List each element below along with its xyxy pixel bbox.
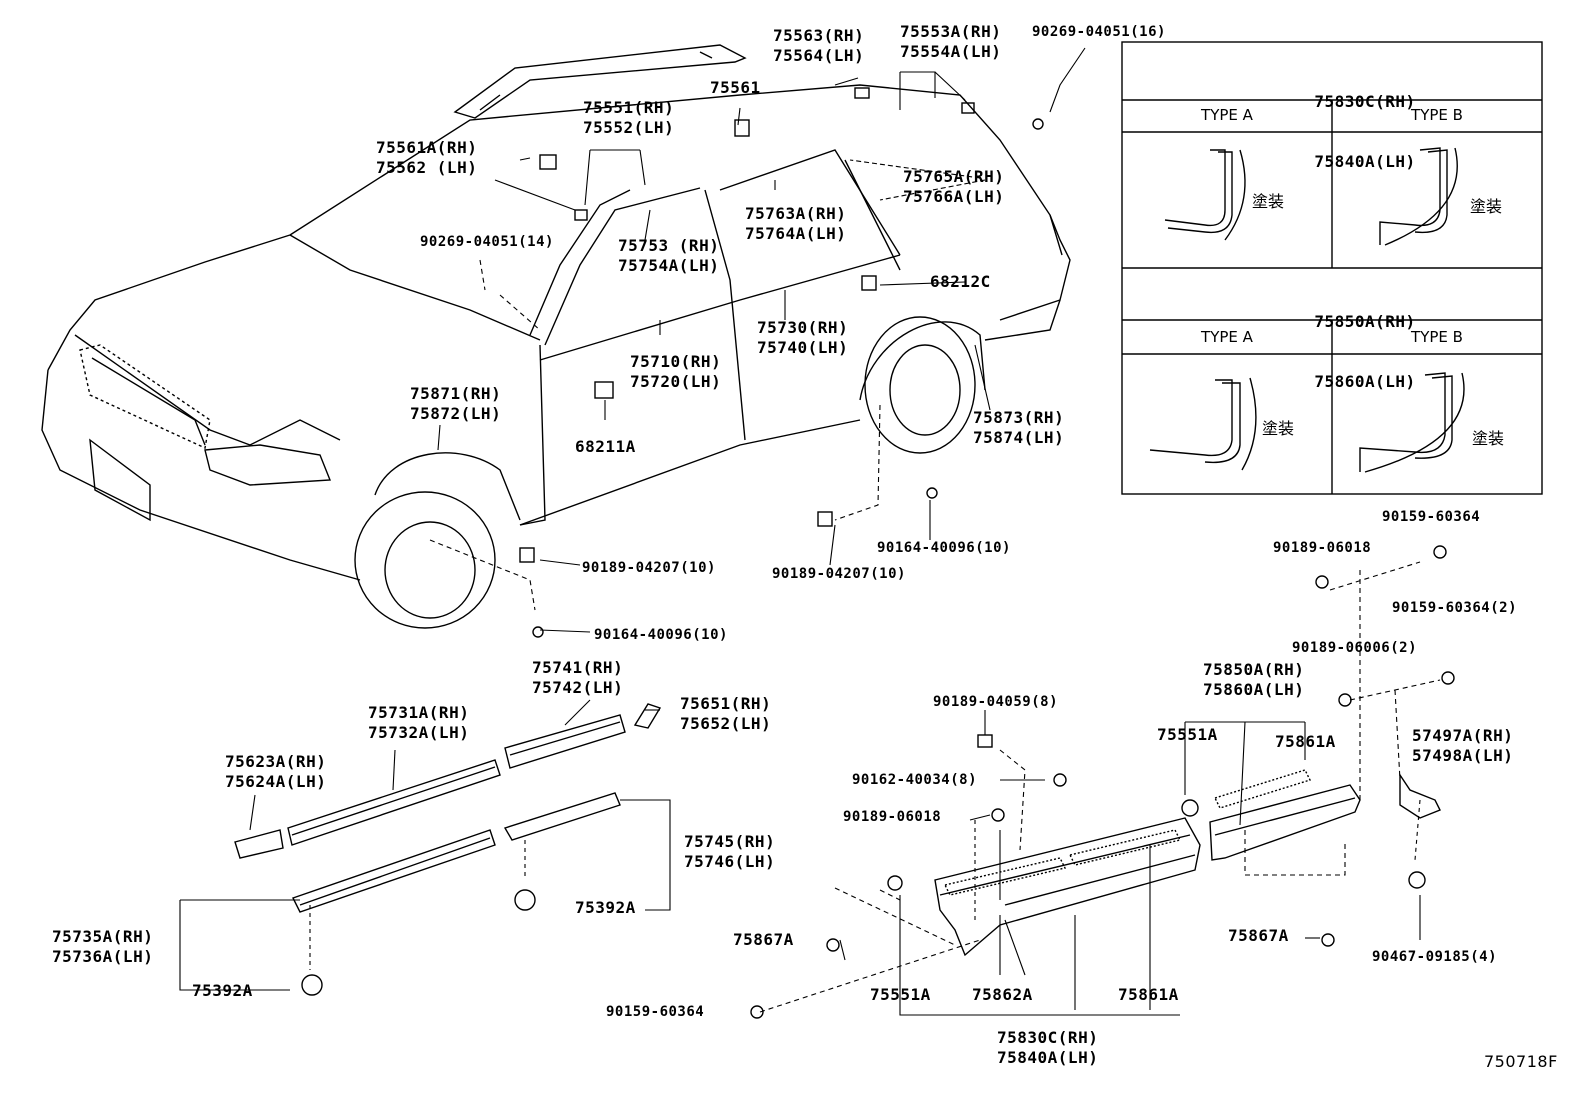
- callout-75850a: 75850A(RH)75860A(LH): [1203, 660, 1305, 699]
- inset-bottom-type-a: TYPE A: [1201, 328, 1253, 346]
- callout-75765a: 75765A(RH)75766A(LH): [903, 167, 1005, 206]
- leader-lines: [179, 47, 1441, 1016]
- callout-90189-06018-a: 90189-06018: [1273, 540, 1372, 556]
- inset-paint-label-4: 塗装: [1472, 429, 1505, 448]
- inset-bottom-title-lh: 75860A(LH): [1314, 372, 1416, 391]
- callout-90162-40034-8: 90162-40034(8): [852, 772, 978, 788]
- callout-75561a: 75561A(RH)75562 (LH): [376, 138, 478, 177]
- callout-90467-09185-4: 90467-09185(4): [1372, 949, 1498, 965]
- callout-90159-60364-a: 90159-60364: [1382, 509, 1481, 525]
- callout-75830c: 75830C(RH)75840A(LH): [997, 1028, 1099, 1067]
- callout-75753: 75753 (RH)75754A(LH): [618, 236, 720, 275]
- callout-90164-40096-a: 90164-40096(10): [877, 540, 1011, 556]
- inset-profiles: [1149, 147, 1465, 473]
- inset-paint-label-2: 塗装: [1470, 197, 1503, 216]
- callout-75745: 75745(RH)75746(LH): [684, 832, 776, 871]
- inset-paint-label-3: 塗装: [1262, 419, 1295, 438]
- callout-75741: 75741(RH)75742(LH): [532, 658, 624, 697]
- callout-75551a-lower: 75551A: [870, 985, 931, 1004]
- inset-table-frame: [1121, 41, 1543, 495]
- inset-top-title-rh: 75830C(RH): [1314, 92, 1416, 111]
- callout-90159-60364-2: 90159-60364(2): [1392, 600, 1518, 616]
- inset-bottom-type-b: TYPE B: [1411, 328, 1463, 346]
- rocker-panel-assembly: [934, 769, 1441, 957]
- callout-75710: 75710(RH)75720(LH): [630, 352, 722, 391]
- fasteners: [301, 87, 1455, 1019]
- figure-id: 750718F: [1484, 1052, 1558, 1071]
- callout-75871: 75871(RH)75872(LH): [410, 384, 502, 423]
- inset-top-title: 75830C(RH) 75840A(LH): [1290, 52, 1440, 192]
- car-body-outline: [41, 44, 1071, 629]
- callout-90189-04059-8: 90189-04059(8): [933, 694, 1059, 710]
- callout-90269-04051-14: 90269-04051(14): [420, 234, 554, 250]
- callout-57497a: 57497A(RH)57498A(LH): [1412, 726, 1514, 765]
- inset-top-title-lh: 75840A(LH): [1314, 152, 1416, 171]
- callout-75392a-lower: 75392A: [192, 981, 253, 1000]
- callout-90189-06006-2: 90189-06006(2): [1292, 640, 1418, 656]
- callout-90159-60364-b: 90159-60364: [606, 1004, 705, 1020]
- callout-75867a-right: 75867A: [1228, 926, 1289, 945]
- callout-75623a: 75623A(RH)75624A(LH): [225, 752, 327, 791]
- callout-75561: 75561: [710, 78, 761, 97]
- callout-75551: 75551(RH)75552(LH): [583, 98, 675, 137]
- callout-75563: 75563(RH)75564(LH): [773, 26, 865, 65]
- callout-90189-04207-a: 90189-04207(10): [582, 560, 716, 576]
- callout-90189-04207-b: 90189-04207(10): [772, 566, 906, 582]
- inset-paint-label-1: 塗装: [1252, 192, 1285, 211]
- callout-75731a: 75731A(RH)75732A(LH): [368, 703, 470, 742]
- callout-75763a: 75763A(RH)75764A(LH): [745, 204, 847, 243]
- callout-75553a: 75553A(RH)75554A(LH): [900, 22, 1002, 61]
- callout-75861a-lower: 75861A: [1118, 985, 1179, 1004]
- callout-75861a-upper: 75861A: [1275, 732, 1336, 751]
- callout-68212c: 68212C: [930, 272, 991, 291]
- callout-90189-06018-b: 90189-06018: [843, 809, 942, 825]
- callout-75551a-upper: 75551A: [1157, 725, 1218, 744]
- callout-75867a-left: 75867A: [733, 930, 794, 949]
- callout-75873: 75873(RH)75874(LH): [973, 408, 1065, 447]
- inset-bottom-title-rh: 75850A(RH): [1314, 312, 1416, 331]
- callout-90269-04051-16: 90269-04051(16): [1032, 24, 1166, 40]
- callout-90164-40096-b: 90164-40096(10): [594, 627, 728, 643]
- callout-75862a: 75862A: [972, 985, 1033, 1004]
- inset-bottom-title: 75850A(RH) 75860A(LH): [1290, 272, 1440, 412]
- trim-moldings-left: [234, 703, 662, 913]
- inset-top-type-b: TYPE B: [1411, 106, 1463, 124]
- callout-75392a-upper: 75392A: [575, 898, 636, 917]
- callout-75651: 75651(RH)75652(LH): [680, 694, 772, 733]
- callout-68211a: 68211A: [575, 437, 636, 456]
- callout-75735a: 75735A(RH)75736A(LH): [52, 927, 154, 966]
- callout-75730: 75730(RH)75740(LH): [757, 318, 849, 357]
- inset-top-type-a: TYPE A: [1201, 106, 1253, 124]
